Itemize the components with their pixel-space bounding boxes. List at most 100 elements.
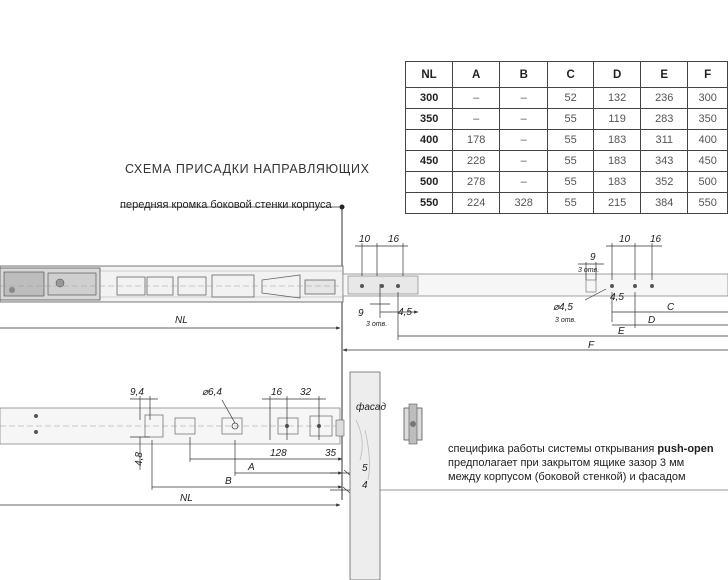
table-cell: 400 xyxy=(404,129,454,151)
table-row: 350 – – 55 119 283 350 xyxy=(404,108,728,130)
table-cell: 178 xyxy=(452,129,501,151)
table-cell: 311 xyxy=(640,129,689,151)
upper-holesb-label: 3 отв. xyxy=(578,267,599,274)
table-cell: 300 xyxy=(687,87,728,109)
table-cell: 450 xyxy=(687,150,728,172)
note-line-1: специфика работы системы открывания push… xyxy=(448,442,714,456)
lower-94-label: 9,4 xyxy=(130,387,144,398)
table-cell: 278 xyxy=(452,171,501,193)
upper-dimensions xyxy=(0,243,728,352)
gap-4-label: 4 xyxy=(362,480,368,491)
note-line-2: предполагает при закрытом ящике зазор 3 … xyxy=(448,457,685,469)
table-cell: 400 xyxy=(687,129,728,151)
dim-f-label: F xyxy=(588,340,595,351)
lower-32-label: 32 xyxy=(300,387,312,398)
lower-16-label: 16 xyxy=(271,387,283,398)
upper-45-label: 4,5 xyxy=(398,307,412,318)
upper-9-label: 9 xyxy=(358,308,364,319)
dim-e-label: E xyxy=(618,326,625,337)
lower-dimensions xyxy=(0,396,728,507)
table-cell: 183 xyxy=(593,171,642,193)
table-cell: 384 xyxy=(640,192,689,214)
dimensions-table: NL A B C D E F 300 – – 52 132 236 300 35… xyxy=(404,61,728,214)
table-header: B xyxy=(499,61,549,88)
upper-holesc-label: 3 отв. xyxy=(555,317,576,324)
table-header: F xyxy=(687,61,728,88)
upper-holes-label: 3 отв. xyxy=(366,321,387,328)
table-header: D xyxy=(593,61,642,88)
dim-c-label: C xyxy=(667,302,675,313)
table-cell: 55 xyxy=(547,108,595,130)
table-header: C xyxy=(547,61,595,88)
table-cell: – xyxy=(499,150,549,172)
dim-a-label: A xyxy=(247,462,255,473)
table-cell: 55 xyxy=(547,150,595,172)
table-cell: 283 xyxy=(640,108,689,130)
lower-48-label: 4,8 xyxy=(134,452,145,466)
table-cell: 132 xyxy=(593,87,642,109)
upper-45b-label: 4,5 xyxy=(610,292,624,303)
table-cell: 55 xyxy=(547,171,595,193)
table-cell: 350 xyxy=(404,108,454,130)
table-cell: 119 xyxy=(593,108,642,130)
dim-b-label: B xyxy=(225,476,232,487)
upper-10-label: 10 xyxy=(359,234,371,245)
table-row: 550 224 328 55 215 384 550 xyxy=(404,192,728,214)
gap-5-label: 5 xyxy=(362,463,368,474)
lower-dia64-label: ⌀6,4 xyxy=(202,387,222,398)
facade-label: фасад xyxy=(356,402,387,413)
table-cell: – xyxy=(452,108,501,130)
table-cell: 500 xyxy=(687,171,728,193)
upper-nl-label: NL xyxy=(175,315,188,326)
table-header-row: NL A B C D E F xyxy=(404,61,728,88)
table-cell: 352 xyxy=(640,171,689,193)
upper-10b-label: 10 xyxy=(619,234,631,245)
note-line-1-prefix: специфика работы системы открывания xyxy=(448,443,658,455)
table-row: 450 228 – 55 183 343 450 xyxy=(404,150,728,172)
table-cell: 300 xyxy=(404,87,454,109)
table-cell: 183 xyxy=(593,150,642,172)
table-cell: – xyxy=(499,129,549,151)
table-cell: 550 xyxy=(404,192,454,214)
upper-dia45-label: ⌀4,5 xyxy=(553,302,573,313)
table-cell: 215 xyxy=(593,192,642,214)
lower-rail xyxy=(0,407,341,445)
upper-16-label: 16 xyxy=(388,234,400,245)
front-edge-line xyxy=(120,204,345,500)
push-open-device-icon xyxy=(403,403,423,445)
table-cell: 350 xyxy=(687,108,728,130)
lower-35-label: 35 xyxy=(325,448,337,459)
table-cell: 183 xyxy=(593,129,642,151)
table-cell: – xyxy=(499,108,549,130)
table-row: 500 278 – 55 183 352 500 xyxy=(404,171,728,193)
facade xyxy=(335,371,381,580)
table-cell: 55 xyxy=(547,192,595,214)
front-edge-label: передняя кромка боковой стенки корпуса xyxy=(120,199,332,211)
table-cell: 52 xyxy=(547,87,595,109)
table-header: E xyxy=(640,61,689,88)
table-cell: – xyxy=(499,171,549,193)
upper-9b-label: 9 xyxy=(590,252,596,263)
table-cell: – xyxy=(452,87,501,109)
push-open-note: специфика работы системы открывания push… xyxy=(448,442,714,484)
upper-16b-label: 16 xyxy=(650,234,662,245)
table-cell: 228 xyxy=(452,150,501,172)
table-cell: 328 xyxy=(499,192,549,214)
note-push-open: push-open xyxy=(657,443,714,455)
table-cell: 55 xyxy=(547,129,595,151)
upper-rail xyxy=(0,265,728,303)
table-cell: 343 xyxy=(640,150,689,172)
table-row: 300 – – 52 132 236 300 xyxy=(404,87,728,109)
note-line-3: между корпусом (боковой стенкой) и фасад… xyxy=(448,471,686,483)
dim-d-label: D xyxy=(648,315,655,326)
table-cell: 224 xyxy=(452,192,501,214)
table-header: A xyxy=(452,61,501,88)
table-cell: 550 xyxy=(687,192,728,214)
scheme-title: СХЕМА ПРИСАДКИ НАПРАВЛЯЮЩИХ xyxy=(125,162,370,176)
table-cell: – xyxy=(499,87,549,109)
table-cell: 236 xyxy=(640,87,689,109)
table-header: NL xyxy=(404,61,454,88)
table-cell: 500 xyxy=(404,171,454,193)
lower-128-label: 128 xyxy=(270,448,287,459)
